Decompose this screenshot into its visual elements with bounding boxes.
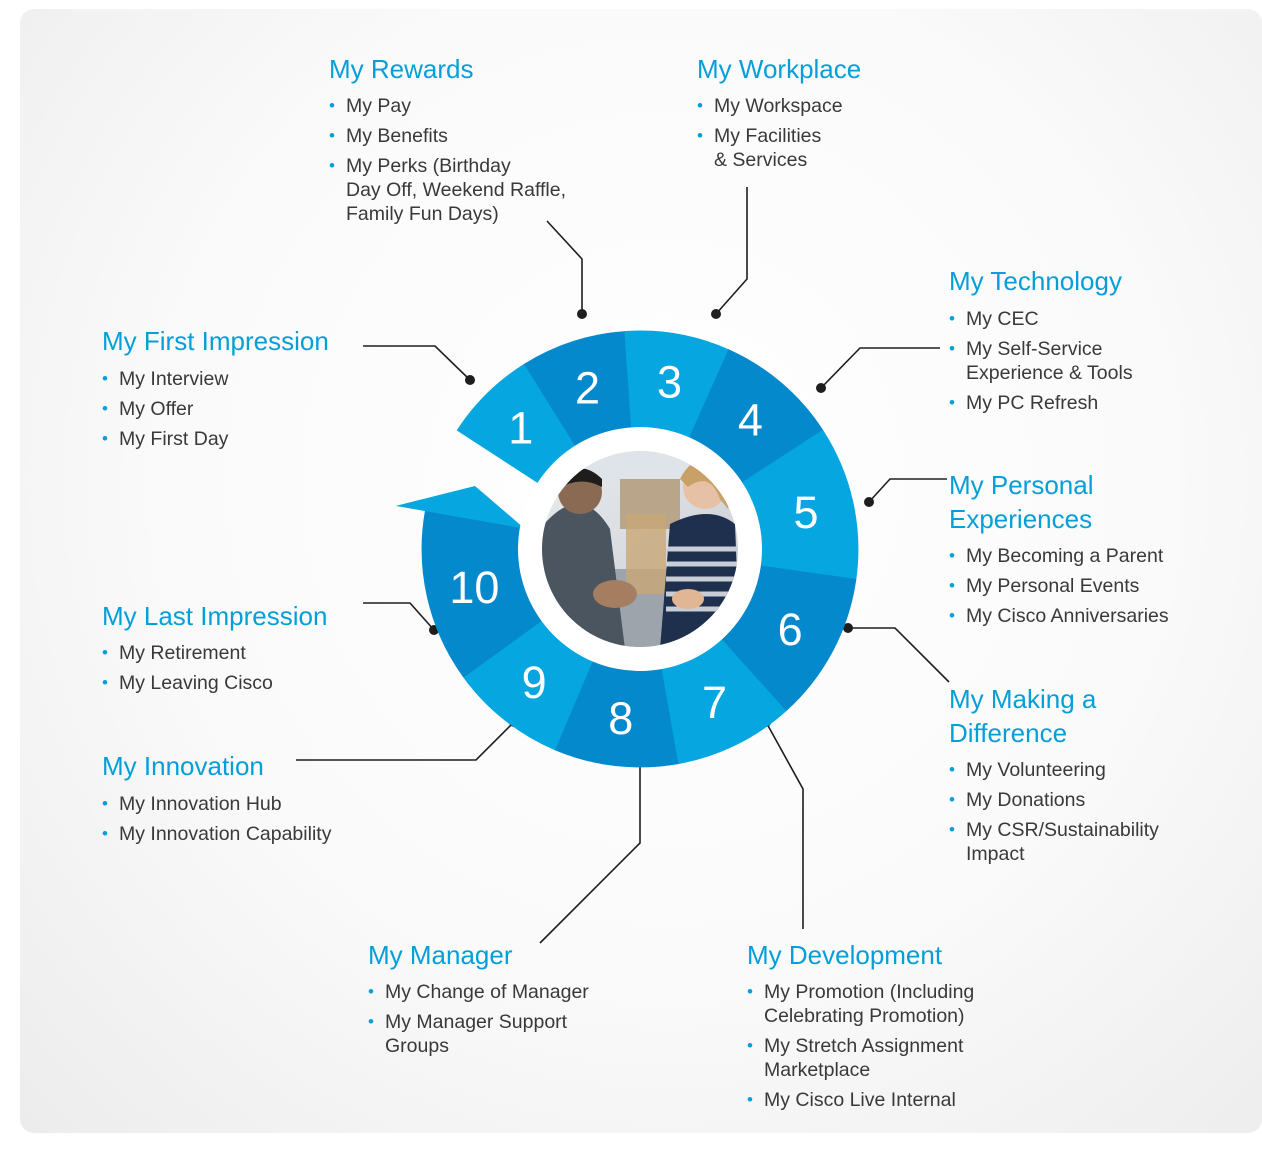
- list-item: My Offer: [102, 397, 362, 421]
- segment-number-1: 1: [508, 403, 533, 454]
- section-list-last-impression: My Retirement My Leaving Cisco: [102, 641, 362, 701]
- list-item: My Interview: [102, 367, 362, 391]
- list-item: My Workspace: [697, 94, 937, 118]
- connector-first-impression-dot: [465, 375, 475, 385]
- connector-personal: [868, 478, 947, 503]
- connector-innovation: [296, 721, 515, 761]
- list-item: My Cisco Anniversaries: [949, 604, 1249, 628]
- connector-development: [765, 721, 804, 929]
- connector-workplace-dot: [711, 309, 721, 319]
- list-item: My Cisco Live Internal: [747, 1088, 1047, 1112]
- section-title-rewards: My Rewards: [329, 54, 474, 84]
- list-item: My Innovation Capability: [102, 822, 402, 846]
- section-list-making-difference: My Volunteering My Donations My CSR/Sustai…: [949, 758, 1229, 872]
- section-title-personal-experiences: My Personal Experiences: [949, 470, 1094, 534]
- connector-manager: [539, 759, 641, 944]
- section-list-workplace: My Workspace My Facilities& Services: [697, 94, 937, 178]
- segment-number-3: 3: [657, 357, 682, 408]
- connector-last-impression: [363, 602, 435, 631]
- list-item: My CEC: [949, 307, 1229, 331]
- connector-first-impression: [363, 345, 471, 381]
- list-item: My Volunteering: [949, 758, 1229, 782]
- list-item: My First Day: [102, 427, 362, 451]
- segment-number-8: 8: [608, 693, 633, 744]
- section-title-first-impression: My First Impression: [102, 326, 329, 356]
- center-photo: [542, 451, 738, 647]
- section-title-making-difference: My Making a Difference: [949, 684, 1097, 748]
- section-title-technology: My Technology: [949, 266, 1122, 296]
- connector-making-difference-dot: [843, 623, 853, 633]
- section-list-first-impression: My Interview My Offer My First Day: [102, 367, 362, 457]
- connector-rewards-dot: [577, 309, 587, 319]
- segment-number-4: 4: [738, 395, 763, 446]
- segment-number-6: 6: [778, 604, 803, 655]
- segment-number-9: 9: [522, 657, 547, 708]
- section-title-last-impression: My Last Impression: [102, 601, 328, 631]
- list-item: My Benefits: [329, 124, 629, 148]
- segment-number-5: 5: [793, 487, 818, 538]
- list-item: My Innovation Hub: [102, 792, 402, 816]
- connector-personal-dot: [864, 497, 874, 507]
- section-list-personal-experiences: My Becoming a Parent My Personal EventsMy…: [949, 544, 1249, 634]
- segment-number-2: 2: [575, 362, 600, 413]
- connector-technology-dot: [816, 383, 826, 393]
- segment-number-7: 7: [702, 677, 727, 728]
- section-title-manager: My Manager: [368, 940, 513, 970]
- list-item: My Change of Manager: [368, 980, 658, 1004]
- section-title-innovation: My Innovation: [102, 751, 264, 781]
- list-item: My Personal Events: [949, 574, 1249, 598]
- section-title-workplace: My Workplace: [697, 54, 862, 84]
- section-title-development: My Development: [747, 940, 943, 970]
- connector-rewards: [546, 220, 583, 314]
- list-item: My Leaving Cisco: [102, 671, 362, 695]
- connector-making-difference: [848, 627, 950, 683]
- list-item: My Retirement: [102, 641, 362, 665]
- cycle-arrowhead: [395, 486, 525, 529]
- segment-number-10: 10: [449, 562, 499, 613]
- section-list-manager: My Change of Manager My Manager SupportGr…: [368, 980, 658, 1064]
- connector-workplace: [715, 187, 748, 315]
- list-item: My Becoming a Parent: [949, 544, 1249, 568]
- list-item: My Donations: [949, 788, 1229, 812]
- section-list-innovation: My Innovation Hub My Innovation Capabilit…: [102, 792, 402, 852]
- list-item: My PC Refresh: [949, 391, 1229, 415]
- connector-technology: [820, 347, 940, 389]
- list-item: My Pay: [329, 94, 629, 118]
- list-item: My Facilities& Services: [697, 124, 937, 172]
